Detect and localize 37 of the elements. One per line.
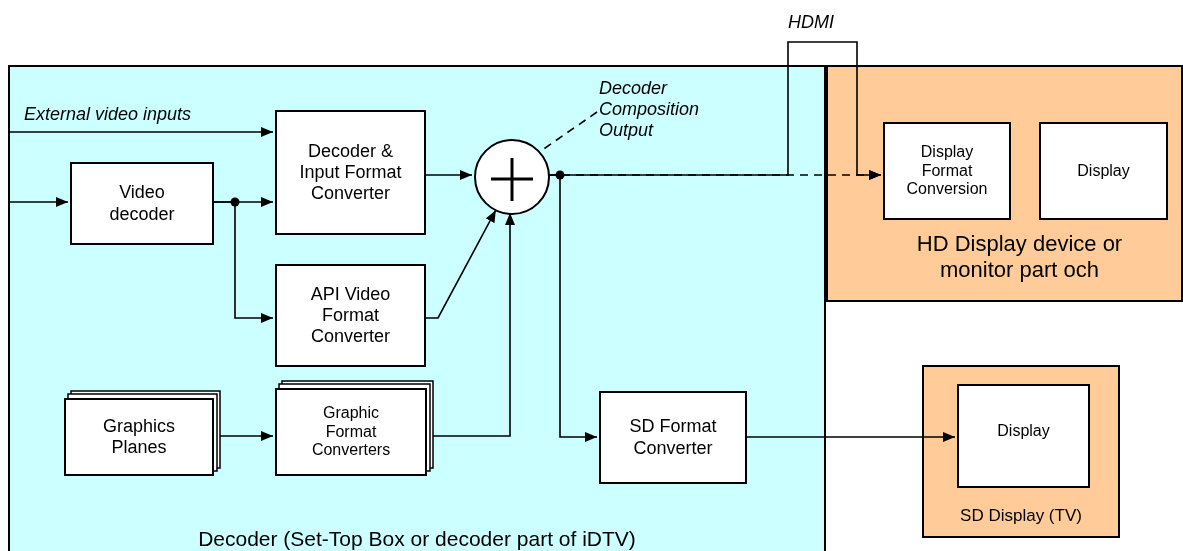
- box-label: Video decoder: [108, 182, 176, 225]
- box-label: Display: [1077, 161, 1130, 181]
- box-label: API Video Format Converter: [309, 283, 392, 348]
- box-label: Graphic Format Converters: [310, 403, 392, 461]
- arrow: [211, 201, 274, 323]
- panel-title: Decoder (Set-Top Box or decoder part of iDTV): [197, 525, 637, 551]
- panel-title: SD Display (TV): [959, 505, 1083, 526]
- box-label: Display: [997, 422, 1050, 441]
- input-arrow: [7, 127, 274, 137]
- display-box: [1039, 122, 1168, 220]
- box-label: SD Format Converter: [628, 416, 718, 459]
- process-box: [599, 391, 747, 484]
- box-label: Graphics Planes: [102, 415, 176, 459]
- edge-label: HDMI: [788, 12, 834, 33]
- adder-circle: [474, 139, 550, 215]
- display-box: [957, 384, 1090, 488]
- panel-title: HD Display device or monitor part och: [915, 231, 1124, 284]
- annotation-text: Decoder Composition Output: [599, 78, 700, 141]
- box-label: Display Format Conversion: [905, 142, 989, 200]
- display-device-panel: [826, 65, 1183, 302]
- arrow: [744, 432, 956, 442]
- edge-label: External video inputs: [24, 104, 192, 125]
- arrow: [547, 174, 598, 442]
- sd-display-panel: [922, 365, 1120, 538]
- process-box: [70, 162, 214, 245]
- stacked-box: [275, 380, 435, 476]
- arrow: [219, 431, 274, 441]
- decoder-panel: [8, 65, 826, 551]
- arrow: [432, 212, 515, 437]
- process-box: [275, 110, 426, 235]
- box-label: Decoder & Input Format Converter: [299, 140, 402, 205]
- arrow: [423, 170, 473, 180]
- process-box: [883, 122, 1011, 220]
- process-box: [275, 264, 426, 367]
- input-arrow: [7, 197, 69, 207]
- arrow: [423, 209, 497, 319]
- stacked-box: [64, 390, 222, 476]
